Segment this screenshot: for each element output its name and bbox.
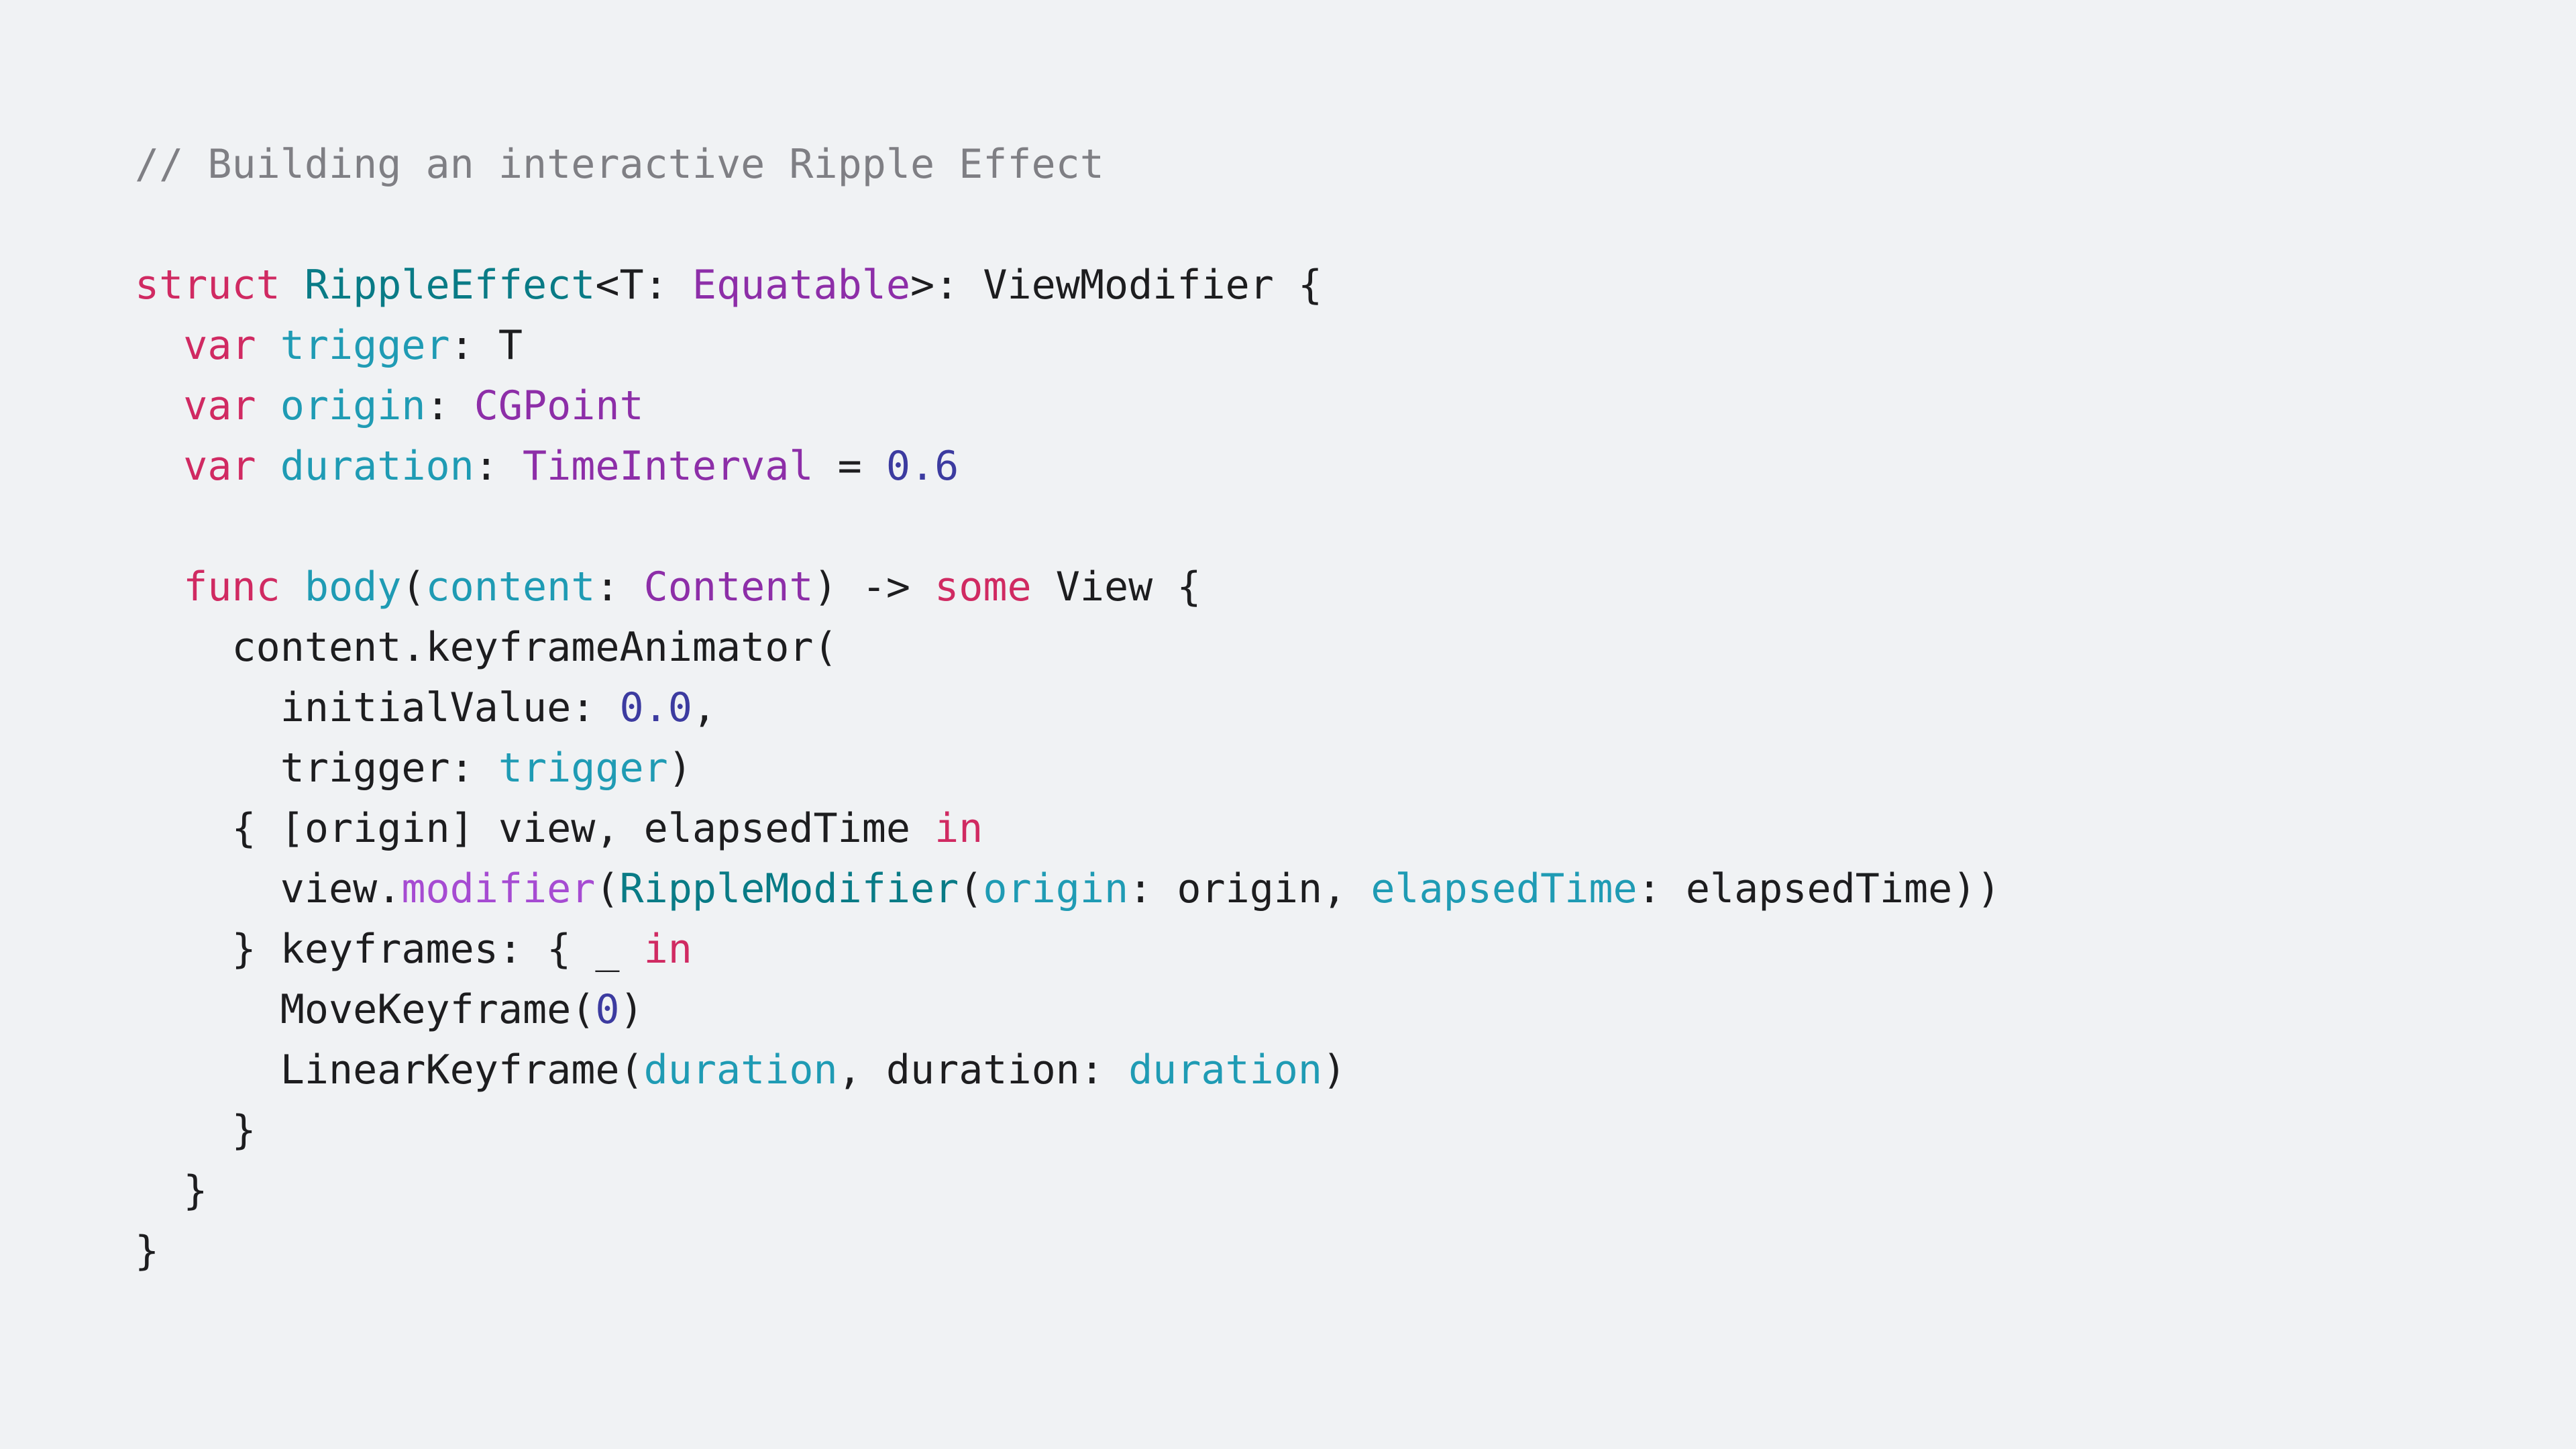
code-text-token: trigger: [135,745,498,792]
code-line: var duration: TimeInterval = 0.6 [135,436,2001,496]
code-line: } keyframes: { _ in [135,919,2001,979]
number-literal-token: 0.0 [619,684,692,731]
code-text-token: ) [619,986,644,1033]
code-text-token: : origin, [1128,865,1371,912]
code-block: // Building an interactive Ripple Effect… [135,134,2001,1281]
code-text-token: LinearKeyframe( [135,1046,644,1093]
keyword-token: var [183,382,256,429]
keyword-token: var [183,443,256,490]
type-declaration-token: RippleModifier [619,865,959,912]
identifier-token: duration [643,1046,838,1093]
code-text-token: = [813,443,886,490]
code-text-token [256,443,280,490]
code-line [135,195,2001,255]
identifier-token: trigger [498,745,668,792]
type-name-token: CGPoint [474,382,644,429]
code-line: { [origin] view, elapsedTime in [135,798,2001,859]
code-line: } [135,1100,2001,1161]
type-name-token: TimeInterval [522,443,814,490]
code-text-token: } [135,1228,160,1275]
code-text-token: ) [667,745,692,792]
identifier-token: body [304,564,402,610]
keyword-token: in [643,926,692,973]
code-text-token: <T: [595,262,692,309]
code-text-token: >: ViewModifier { [910,262,1323,309]
code-line: // Building an interactive Ripple Effect [135,134,2001,195]
code-line: var trigger: T [135,315,2001,376]
keyword-token: var [183,322,256,369]
code-text-token [256,382,280,429]
code-line: initialValue: 0.0, [135,678,2001,738]
code-text-token: , [692,684,716,731]
code-line: MoveKeyframe(0) [135,979,2001,1040]
code-line: view.modifier(RippleModifier(origin: ori… [135,859,2001,919]
code-text-token: ) -> [813,564,935,610]
code-line: } [135,1161,2001,1221]
code-text-token [280,564,305,610]
code-text-token: : [474,443,523,490]
identifier-token: duration [1128,1046,1323,1093]
code-line: LinearKeyframe(duration, duration: durat… [135,1040,2001,1100]
code-line: func body(content: Content) -> some View… [135,557,2001,617]
number-literal-token: 0.6 [885,443,959,490]
code-text-token: ( [401,564,426,610]
code-text-token [280,262,305,309]
code-text-token: content.keyframeAnimator( [135,624,838,671]
code-text-token: ( [595,865,620,912]
code-text-token: view. [135,865,402,912]
code-line: content.keyframeAnimator( [135,617,2001,678]
identifier-token: origin [280,382,426,429]
code-text-token: ( [959,865,983,912]
code-text-token: : elapsedTime)) [1637,865,2001,912]
identifier-token: origin [983,865,1129,912]
code-text-token: : T [449,322,523,369]
code-text-token: } [135,1107,256,1154]
code-text-token: } [135,1167,208,1214]
code-line: struct RippleEffect<T: Equatable>: ViewM… [135,255,2001,315]
code-text-token: MoveKeyframe( [135,986,596,1033]
code-text-token [135,564,183,610]
code-text-token: { [origin] view, elapsedTime [135,805,935,852]
type-name-token: Content [643,564,814,610]
code-text-token: : [595,564,644,610]
keyword-token: some [934,564,1032,610]
code-text-token: , duration: [837,1046,1129,1093]
keyword-token: func [183,564,280,610]
identifier-token: trigger [280,322,450,369]
code-text-token: View { [1031,564,1201,610]
code-text-token: initialValue: [135,684,620,731]
code-text-token: } keyframes: { _ [135,926,644,973]
code-text-token [135,443,183,490]
code-text-token [135,322,183,369]
keyword-token: in [934,805,983,852]
code-text-token: ) [1322,1046,1347,1093]
code-comment: // Building an interactive Ripple Effect [135,141,1104,188]
identifier-token: elapsedTime [1371,865,1638,912]
type-name-token: Equatable [692,262,910,309]
keyword-token: struct [135,262,280,309]
type-declaration-token: RippleEffect [304,262,596,309]
code-line: var origin: CGPoint [135,376,2001,436]
code-line [135,496,2001,557]
identifier-token: duration [280,443,474,490]
method-name-token: modifier [401,865,596,912]
code-text-token [135,382,183,429]
code-line: } [135,1221,2001,1281]
number-literal-token: 0 [595,986,620,1033]
identifier-token: content [425,564,596,610]
code-text-token: : [425,382,474,429]
code-line: trigger: trigger) [135,738,2001,798]
code-text-token [256,322,280,369]
